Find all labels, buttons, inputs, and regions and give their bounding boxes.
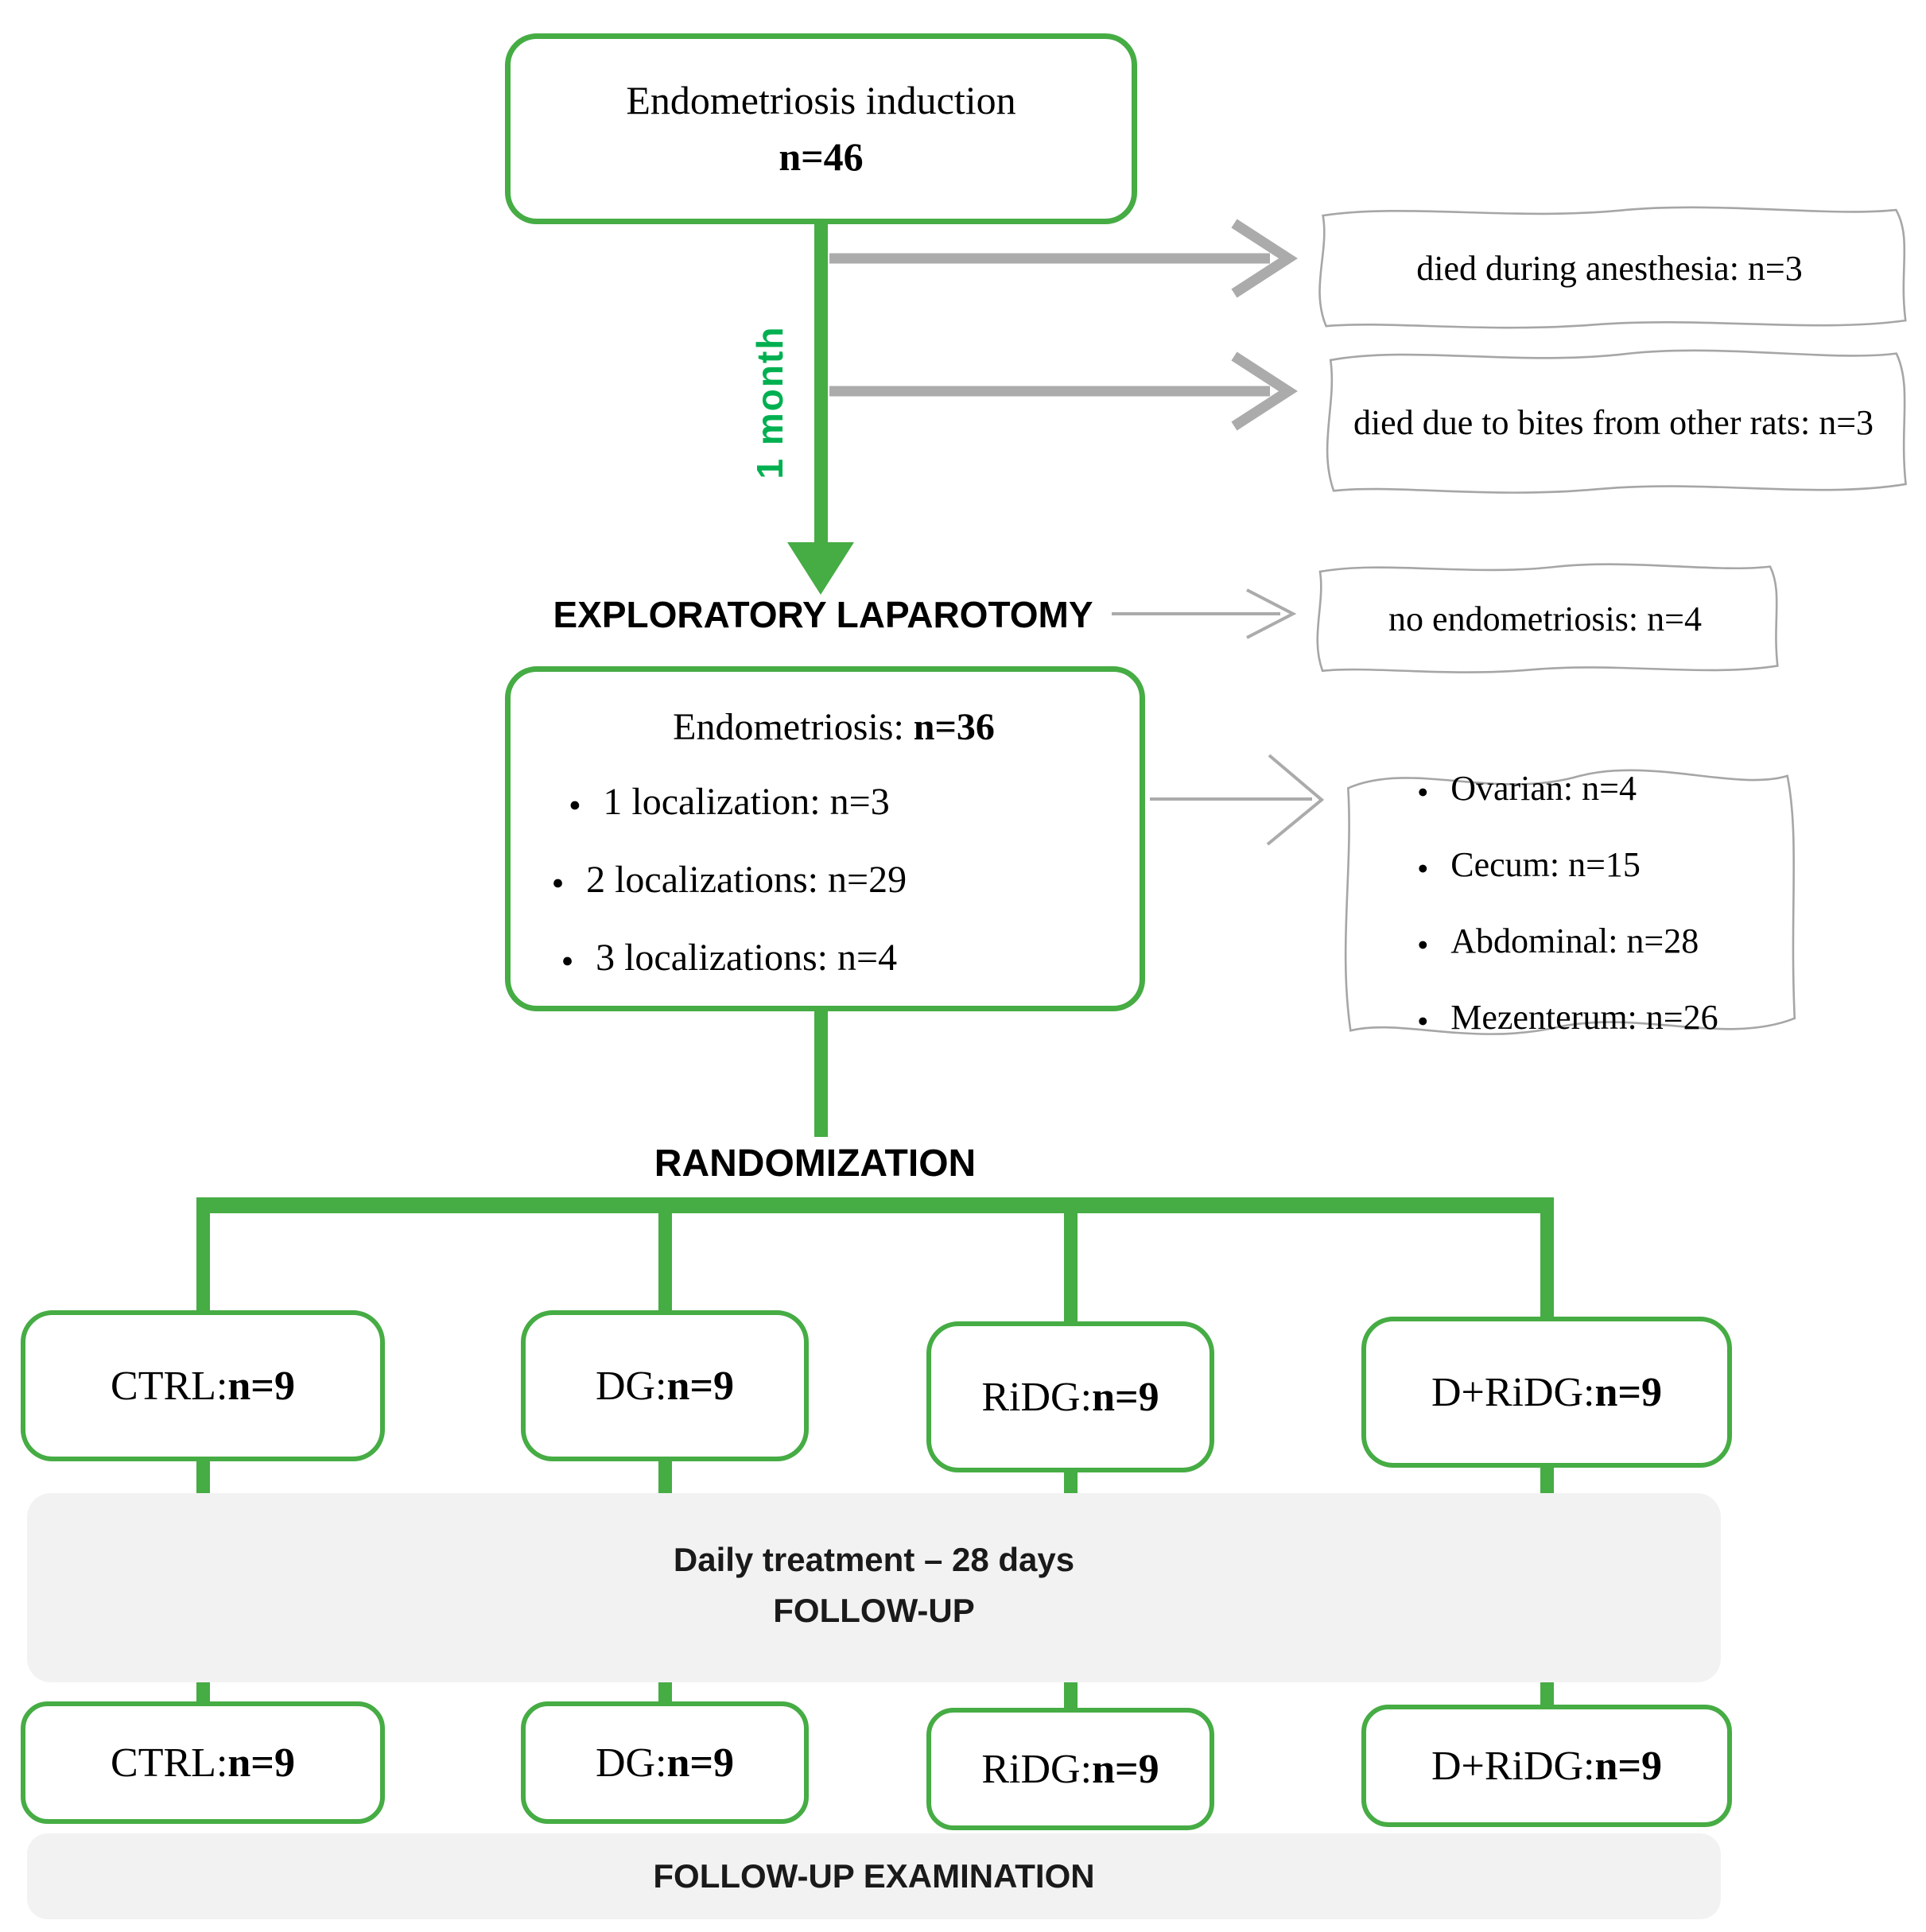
group-count: n=9 (666, 1740, 735, 1786)
group-name: DG: (595, 1740, 667, 1786)
list-item-text: 1 localization: n=3 (603, 781, 890, 823)
stub-treatment-ctrl (196, 1455, 210, 1493)
group-box-dg: DG: n=9 (521, 1310, 809, 1461)
group-box-ctrl: CTRL: n=9 (21, 1310, 385, 1461)
arrow-no-endometriosis (1112, 588, 1297, 639)
group-box-ridg: RiDG: n=9 (926, 1321, 1214, 1472)
treatment-bar-line2: FOLLOW-UP (773, 1592, 975, 1629)
arrow-bites (829, 351, 1298, 431)
group-count: n=9 (227, 1363, 295, 1409)
randomization-label: RANDOMIZATION (654, 1143, 977, 1185)
followup-box-ctrl: CTRL: n=9 (21, 1701, 385, 1824)
stub-randomization (814, 1008, 828, 1137)
group-box-dridg: D+RiDG: n=9 (1361, 1317, 1732, 1468)
followup-box-ridg: RiDG: n=9 (926, 1708, 1214, 1830)
note-anesthesia-text: died during anesthesia: n=3 (1416, 248, 1803, 288)
list-item: 1 localization: n=3 (552, 765, 907, 843)
group-name: D+RiDG: (1431, 1369, 1595, 1415)
wavy-border-icon (1303, 340, 1924, 506)
stub-treatment-dg (658, 1455, 672, 1493)
note-localizations-text: Ovarian: n=4 Cecum: n=15 Abdominal: n=28… (1326, 751, 1809, 1058)
treatment-bar: Daily treatment – 28 days FOLLOW-UP (27, 1493, 1721, 1682)
arrow-anesthesia (829, 219, 1298, 298)
followup-box-dg: DG: n=9 (521, 1701, 809, 1824)
laparotomy-label: EXPLORATORY LAPAROTOMY (553, 594, 1093, 635)
group-name: DG: (595, 1363, 667, 1409)
list-item-text: Cecum: n=15 (1450, 845, 1641, 885)
list-item-text: 3 localizations: n=4 (596, 936, 898, 979)
group-name: CTRL: (111, 1740, 228, 1786)
followup-exam-label: FOLLOW-UP EXAMINATION (653, 1857, 1095, 1895)
list-item: Cecum: n=15 (1417, 828, 1718, 905)
localization-site-list: Ovarian: n=4 Cecum: n=15 Abdominal: n=28… (1417, 752, 1718, 1057)
note-bites-text: died due to bites from other rats: n=3 (1353, 402, 1874, 442)
group-count: n=9 (1594, 1369, 1663, 1415)
branch-drop-ctrl (196, 1210, 210, 1310)
followup-box-dridg: D+RiDG: n=9 (1361, 1705, 1732, 1827)
stub-treatment-ridg (1064, 1465, 1078, 1496)
endometriosis-count: n=36 (913, 706, 995, 748)
induction-title: Endometriosis induction (626, 77, 1016, 122)
endometriosis-box: Endometriosis: n=36 1 localization: n=3 … (505, 666, 1145, 1011)
branch-bar (196, 1197, 1554, 1213)
note-anesthesia: died during anesthesia: n=3 (1295, 199, 1924, 339)
group-count: n=9 (1594, 1743, 1663, 1789)
endometriosis-title-text: Endometriosis: (673, 706, 914, 748)
group-name: D+RiDG: (1431, 1743, 1595, 1789)
group-name: CTRL: (111, 1363, 228, 1409)
list-item: Mezenterum: n=26 (1417, 981, 1718, 1057)
wavy-border-icon (1298, 557, 1792, 682)
arrow-localizations (1150, 754, 1325, 846)
treatment-bar-line1: Daily treatment – 28 days (673, 1541, 1075, 1578)
note-no-endometriosis: no endometriosis: n=4 (1298, 557, 1792, 682)
stub-followup-dridg (1540, 1679, 1554, 1708)
group-count: n=9 (666, 1363, 735, 1409)
branch-drop-ridg (1064, 1210, 1078, 1321)
wavy-border-icon (1295, 199, 1924, 339)
group-count: n=9 (1092, 1374, 1159, 1420)
group-count: n=9 (227, 1740, 295, 1786)
group-name: RiDG: (981, 1374, 1093, 1420)
list-item: Abdominal: n=28 (1417, 905, 1718, 981)
branch-drop-dridg (1540, 1210, 1554, 1317)
branch-drop-dg (658, 1210, 672, 1310)
localization-count-list: 1 localization: n=3 2 localizations: n=2… (552, 765, 907, 999)
induction-box: Endometriosis induction n=46 (505, 33, 1137, 224)
note-localizations: Ovarian: n=4 Cecum: n=15 Abdominal: n=28… (1326, 751, 1809, 1058)
induction-count: n=46 (779, 134, 864, 179)
list-item-text: Ovarian: n=4 (1450, 769, 1637, 809)
note-no-endometriosis-text: no endometriosis: n=4 (1388, 599, 1702, 638)
timeline-arrow (787, 221, 854, 595)
stub-followup-dg (658, 1679, 672, 1705)
note-bites: died due to bites from other rats: n=3 (1303, 340, 1924, 506)
list-item: 3 localizations: n=4 (552, 921, 907, 999)
stub-treatment-dridg (1540, 1460, 1554, 1495)
list-item-text: 2 localizations: n=29 (586, 858, 907, 901)
list-item: 2 localizations: n=29 (552, 843, 907, 921)
timeline-label: 1 month (749, 325, 790, 479)
list-item-text: Abdominal: n=28 (1450, 921, 1699, 960)
stub-followup-ctrl (196, 1679, 210, 1705)
endometriosis-title: Endometriosis: n=36 (552, 705, 1116, 749)
followup-exam-bar: FOLLOW-UP EXAMINATION (27, 1833, 1721, 1919)
stub-followup-ridg (1064, 1679, 1078, 1711)
list-item: Ovarian: n=4 (1417, 752, 1718, 828)
list-item-text: Mezenterum: n=26 (1450, 997, 1718, 1037)
group-name: RiDG: (981, 1746, 1093, 1792)
group-count: n=9 (1092, 1746, 1159, 1792)
